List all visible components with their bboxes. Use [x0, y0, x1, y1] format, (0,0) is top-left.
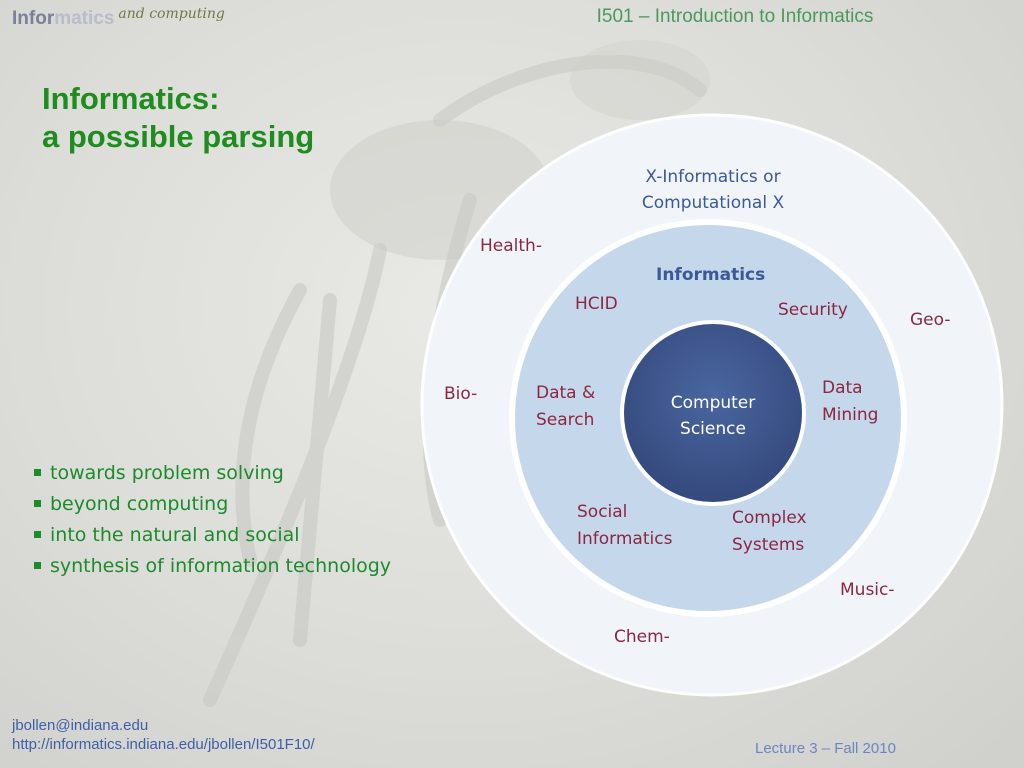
logo-part1: Infor	[12, 8, 55, 29]
bullet-square-icon	[34, 469, 41, 476]
label-social-informatics: Social Informatics	[577, 502, 673, 549]
footer-lecture: Lecture 3 – Fall 2010	[755, 740, 896, 757]
outer-title: X-Informatics or Computational X	[641, 167, 785, 213]
label-bio: Bio-	[444, 384, 478, 404]
core-label: Computer Science	[670, 393, 756, 439]
label-security: Security	[778, 300, 848, 320]
bullet-item: beyond computing	[34, 489, 391, 520]
bullet-item: into the natural and social	[34, 520, 391, 551]
slide-title-line2: a possible parsing	[42, 119, 315, 154]
slide-title: Informatics: a possible parsing	[42, 80, 314, 156]
label-music: Music-	[840, 580, 895, 600]
bullet-square-icon	[34, 531, 41, 538]
label-chem: Chem-	[614, 627, 670, 647]
bullet-item: towards problem solving	[34, 458, 391, 489]
label-data-search: Data & Search	[536, 383, 596, 430]
course-title: I501 – Introduction to Informatics	[596, 6, 874, 27]
label-hcid: HCID	[575, 294, 618, 314]
middle-title: Informatics	[656, 265, 766, 285]
footer-email: jbollen@indiana.edu	[12, 717, 149, 734]
bullet-list: towards problem solving beyond computing…	[34, 458, 391, 582]
logo-part2: matics	[54, 8, 115, 29]
label-complex-systems: Complex Systems	[732, 508, 807, 555]
bullet-square-icon	[34, 562, 41, 569]
footer-url: http://informatics.indiana.edu/jbollen/I…	[12, 736, 315, 753]
bullet-square-icon	[34, 500, 41, 507]
footer-contact: jbollen@indiana.edu http://informatics.i…	[12, 716, 315, 754]
bullet-item: synthesis of information technology	[34, 551, 391, 582]
logo-tagline: and computing	[118, 6, 225, 22]
slide-title-line1: Informatics:	[42, 81, 220, 116]
core-circle	[620, 320, 806, 506]
label-data-mining: Data Mining	[822, 378, 879, 425]
label-geo: Geo-	[910, 310, 951, 330]
label-health: Health-	[480, 236, 542, 256]
